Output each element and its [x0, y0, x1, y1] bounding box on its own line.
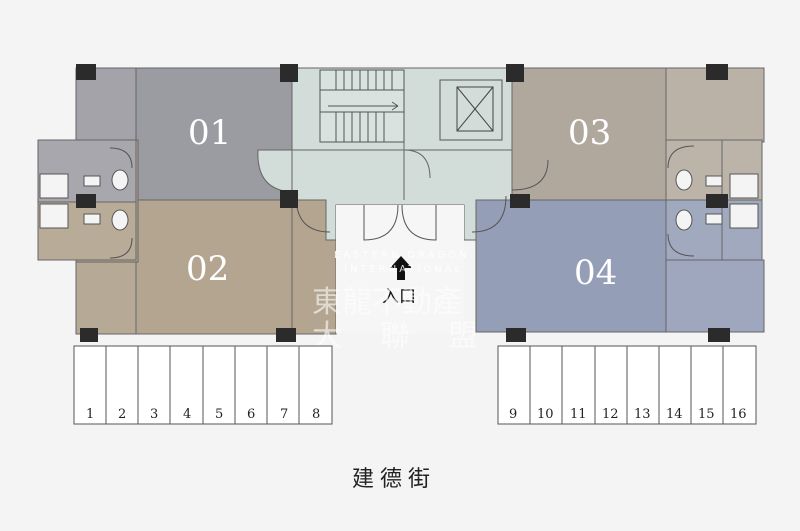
parking-slot-14: 14 [666, 407, 683, 422]
parking-slot-2: 2 [118, 407, 126, 422]
parking-slot-3: 3 [150, 407, 158, 422]
stair-treads [320, 70, 404, 142]
entrance-door-left[interactable] [363, 204, 399, 241]
parking-slot-4: 4 [183, 407, 191, 422]
right-outer-strip-top [665, 67, 765, 143]
unit-04-label: 04 [574, 253, 617, 293]
unit-03-area[interactable] [511, 67, 667, 201]
fixtures-right [667, 145, 759, 257]
unit-02-label: 02 [186, 249, 229, 289]
parking-slot-16: 16 [730, 407, 747, 422]
watermark-line4: 大聯盟 [312, 319, 516, 354]
parking-slot-11: 11 [570, 407, 587, 422]
right-outer-strip-bottom [665, 259, 765, 333]
arrow-up-icon [390, 256, 412, 280]
parking-slot-7: 7 [280, 407, 288, 422]
parking-slot-13: 13 [634, 407, 651, 422]
parking-slot-15: 15 [698, 407, 715, 422]
parking-slot-5: 5 [215, 407, 223, 422]
watermark-line3: 東龍不動產 [312, 285, 462, 320]
parking-left: 1 2 3 4 5 6 7 8 [73, 345, 333, 425]
door-arc-right [471, 195, 507, 233]
fixtures-left [39, 147, 133, 259]
watermark-line1: EASTERN DRAGON [334, 250, 470, 261]
parking-right: 9 10 11 12 13 14 15 16 [497, 345, 757, 425]
parking-slot-10: 10 [537, 407, 554, 422]
street-name: 建德街 [352, 467, 436, 492]
unit-01-label: 01 [188, 113, 231, 153]
unit-02-area[interactable] [135, 199, 293, 335]
entrance-door-right[interactable] [401, 204, 437, 241]
parking-slot-12: 12 [602, 407, 619, 422]
left-outer-strip-bottom [75, 261, 139, 335]
parking-slot-1: 1 [86, 407, 94, 422]
pillars [76, 64, 730, 342]
parking-slot-6: 6 [247, 407, 255, 422]
unit-03-label: 03 [568, 113, 611, 153]
door-arc-core-right [511, 159, 549, 191]
unit-04-area[interactable] [475, 199, 667, 333]
parking-slot-8: 8 [312, 407, 320, 422]
elevator-car [456, 86, 494, 132]
entrance-label: 入口 [382, 287, 416, 307]
watermark-line2: INTERNATIONAL [344, 264, 463, 275]
parking-slot-9: 9 [509, 407, 517, 422]
